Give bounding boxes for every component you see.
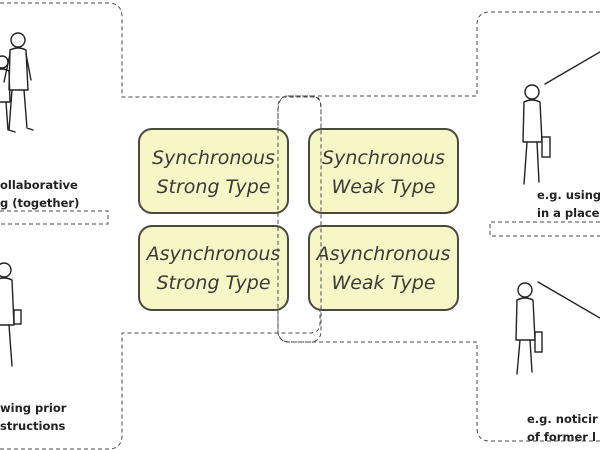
- caption-top-right-line1: e.g. using: [537, 188, 600, 202]
- quadrant-label-line2: Strong Type: [156, 272, 270, 294]
- person-walking-icon: [0, 55, 11, 131]
- divider-right: [489, 221, 600, 237]
- frame-bottom-right: [277, 310, 600, 442]
- quadrant-label-line1: Asynchronous: [315, 243, 451, 265]
- quadrant-async-weak: Asynchronous Weak Type: [308, 225, 459, 311]
- arrow-line: [544, 51, 600, 85]
- quadrant-label-line1: Asynchronous: [145, 243, 281, 265]
- person-with-bag-icon: [522, 84, 551, 185]
- divider-left: [0, 210, 109, 225]
- caption-bottom-left-line1: wing prior: [0, 401, 67, 415]
- person-walking-icon: [3, 32, 34, 133]
- quadrant-label-line2: Weak Type: [331, 272, 435, 294]
- caption-top-left-line2: g (together): [0, 196, 79, 210]
- caption-top-left-line1: ollaborative: [0, 178, 78, 192]
- quadrant-label-line1: Synchronous: [322, 147, 445, 169]
- quadrant-label-line1: Synchronous: [152, 147, 275, 169]
- quadrant-sync-weak: Synchronous Weak Type: [308, 128, 459, 214]
- person-with-bag-icon: [515, 282, 543, 375]
- caption-bottom-right-line2: of former l: [527, 430, 596, 444]
- quadrant-label-line2: Strong Type: [156, 176, 270, 198]
- quadrant-async-strong: Asynchronous Strong Type: [138, 225, 289, 311]
- arrow-line: [537, 281, 600, 319]
- frame-top-right: [277, 11, 600, 128]
- quadrant-sync-strong: Synchronous Strong Type: [138, 128, 289, 214]
- caption-bottom-left-line2: structions: [0, 419, 66, 433]
- caption-top-right-line2: in a place: [537, 206, 600, 220]
- person-with-bag-icon: [0, 262, 22, 367]
- quadrant-label-line2: Weak Type: [331, 176, 435, 198]
- caption-bottom-right-line1: e.g. noticir: [527, 412, 598, 426]
- frame-bottom-left: [0, 295, 321, 450]
- frame-top-left: [0, 2, 322, 140]
